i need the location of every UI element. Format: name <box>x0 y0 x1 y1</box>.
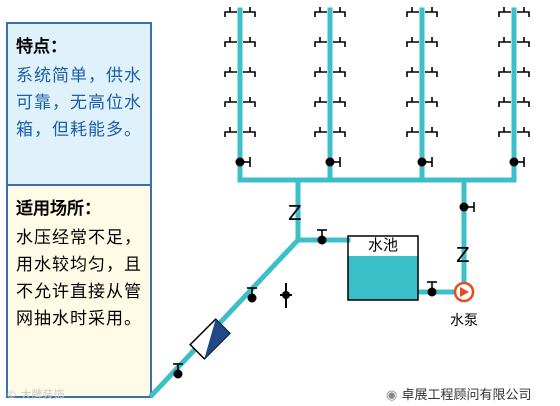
faucet-icon <box>224 11 237 17</box>
faucet-icon <box>243 131 256 137</box>
pump-arrow-icon <box>460 287 469 297</box>
faucet-icon <box>314 131 327 137</box>
faucet-icon <box>406 41 419 47</box>
faucet-icon <box>498 131 511 137</box>
faucet-icon <box>333 101 346 107</box>
faucet-icon <box>243 11 256 17</box>
features-panel: 特点： 系统简单，供水可靠，无高位水箱，但耗能多。 <box>6 22 152 186</box>
gate-valve <box>280 283 292 308</box>
tank-outline <box>347 235 419 301</box>
faucet-icon <box>425 101 438 107</box>
faucet-icon <box>243 71 256 77</box>
applicability-title: 适用场所： <box>16 199 101 219</box>
faucet-icon <box>333 11 346 17</box>
faucet-icon <box>333 71 346 77</box>
faucet-icon <box>425 11 438 17</box>
faucet-icon <box>517 41 530 47</box>
faucet-icon <box>224 41 237 47</box>
watermark-left: © 大牌装饰 <box>6 388 65 401</box>
faucet-icon <box>498 71 511 77</box>
applicability-panel: 适用场所： 水压经常不足，用水较均匀，且不允许直接从管网抽水时采用。 <box>6 186 152 398</box>
faucet-icon <box>406 101 419 107</box>
fixtures <box>173 7 530 379</box>
faucet-icon <box>517 71 530 77</box>
applicability-text: 水压经常不足，用水较均匀，且不允许直接从管网抽水时采用。 <box>16 228 142 329</box>
faucet-icon <box>224 71 237 77</box>
water-meter <box>189 318 231 360</box>
wechat-icon: ◉ <box>386 388 398 403</box>
faucet-icon <box>517 101 530 107</box>
faucet-icon <box>406 71 419 77</box>
faucet-icon <box>314 11 327 17</box>
faucet-icon <box>333 41 346 47</box>
faucet-icon <box>333 131 346 137</box>
faucet-icon <box>314 41 327 47</box>
faucet-icon <box>425 131 438 137</box>
faucet-icon <box>498 101 511 107</box>
tank-water <box>348 256 418 300</box>
incoming-main <box>148 236 302 399</box>
features-title: 特点： <box>16 37 67 57</box>
faucet-icon <box>224 131 237 137</box>
faucet-icon <box>425 41 438 47</box>
faucet-icon <box>406 131 419 137</box>
faucet-icon <box>406 11 419 17</box>
pipe-network <box>148 7 517 399</box>
faucet-icon <box>517 11 530 17</box>
features-text: 系统简单，供水可靠，无高位水箱，但耗能多。 <box>16 66 142 140</box>
faucet-icon <box>243 101 256 107</box>
tank-label: 水池 <box>368 236 398 254</box>
pump: 水泵 <box>450 281 478 329</box>
check-valve-left: Z <box>288 201 302 225</box>
faucet-icon <box>224 101 237 107</box>
faucet-icon <box>314 101 327 107</box>
water-tank: 水池 <box>347 235 419 301</box>
faucet-icon <box>517 131 530 137</box>
watermark-left-icon: © <box>6 388 17 401</box>
watermark-right: ◉ 卓展工程顾问有限公司 <box>386 388 532 403</box>
faucet-icon <box>498 11 511 17</box>
faucet-icon <box>425 71 438 77</box>
meter-icon <box>204 319 230 359</box>
pump-label: 水泵 <box>450 313 478 329</box>
faucet-icon <box>314 71 327 77</box>
check-valve-right: Z <box>456 243 470 267</box>
faucet-icon <box>498 41 511 47</box>
faucet-icon <box>243 41 256 47</box>
